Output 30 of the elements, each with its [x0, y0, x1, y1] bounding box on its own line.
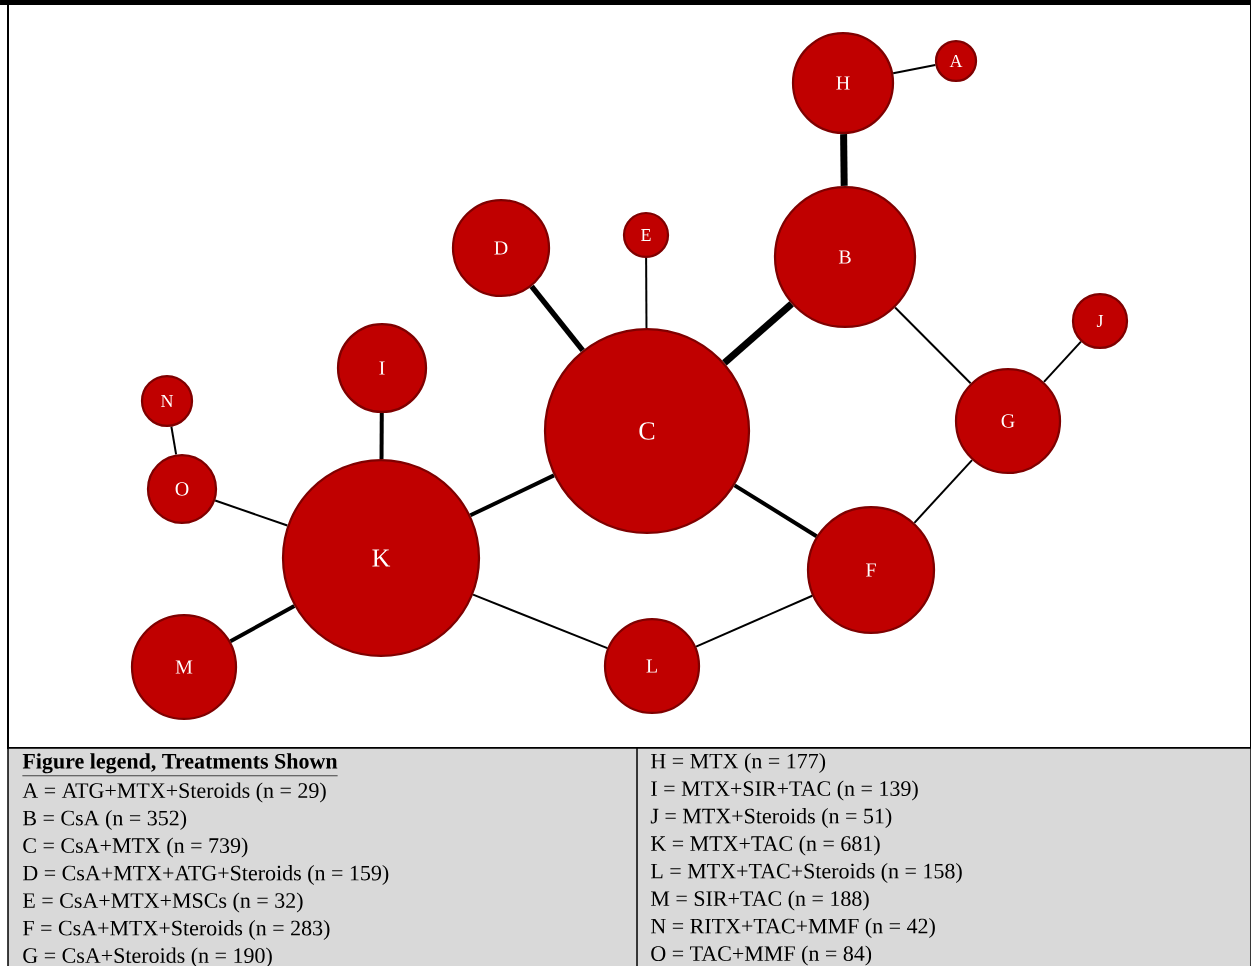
connector-line: [529, 284, 585, 353]
legend-entry: D = CsA+MTX+ATG+Steroids (n = 159): [23, 865, 389, 885]
legend-entry: C = CsA+MTX (n = 739): [23, 837, 248, 858]
connector-line: [733, 483, 818, 538]
connector-line: [645, 257, 648, 329]
legend-entry: O = TAC+MMF (n = 84): [651, 945, 872, 966]
legend-entry: N = RITX+TAC+MMF (n = 42): [651, 918, 935, 938]
connector-line: [892, 64, 937, 75]
connector-line: [695, 594, 814, 648]
connector-line: [170, 425, 178, 456]
connector-line: [229, 604, 296, 644]
legend-entry: H = MTX (n = 177): [651, 753, 826, 773]
legend-entry: F = CsA+MTX+Steroids (n = 283): [23, 920, 330, 940]
legend-entry: K = MTX+TAC (n = 681): [651, 835, 880, 856]
legend-entry: B = CsA (n = 352): [23, 810, 187, 830]
connector-line: [472, 593, 609, 650]
legend-entry: L = MTX+TAC+Steroids (n = 158): [651, 863, 962, 883]
legend-entry: J = MTX+Steroids (n = 51): [650, 808, 892, 828]
connector-line: [1042, 340, 1082, 383]
connector-line: [722, 301, 794, 366]
legend-entry: M = SIR+TAC (n = 188): [651, 890, 869, 911]
connector-line: [469, 473, 555, 518]
legend-entry: E = CsA+MTX+MSCs (n = 32): [23, 892, 303, 913]
legend-entry: A = ATG+MTX+Steroids (n = 29): [22, 782, 326, 803]
connector-line: [379, 413, 384, 459]
connector-line: [913, 459, 974, 524]
connector-line: [214, 499, 289, 527]
legend-heading: Figure legend, Treatments Shown: [22, 753, 338, 777]
legend-entry: I = MTX+SIR+TAC (n = 139): [651, 780, 918, 801]
connector-line: [894, 306, 972, 385]
